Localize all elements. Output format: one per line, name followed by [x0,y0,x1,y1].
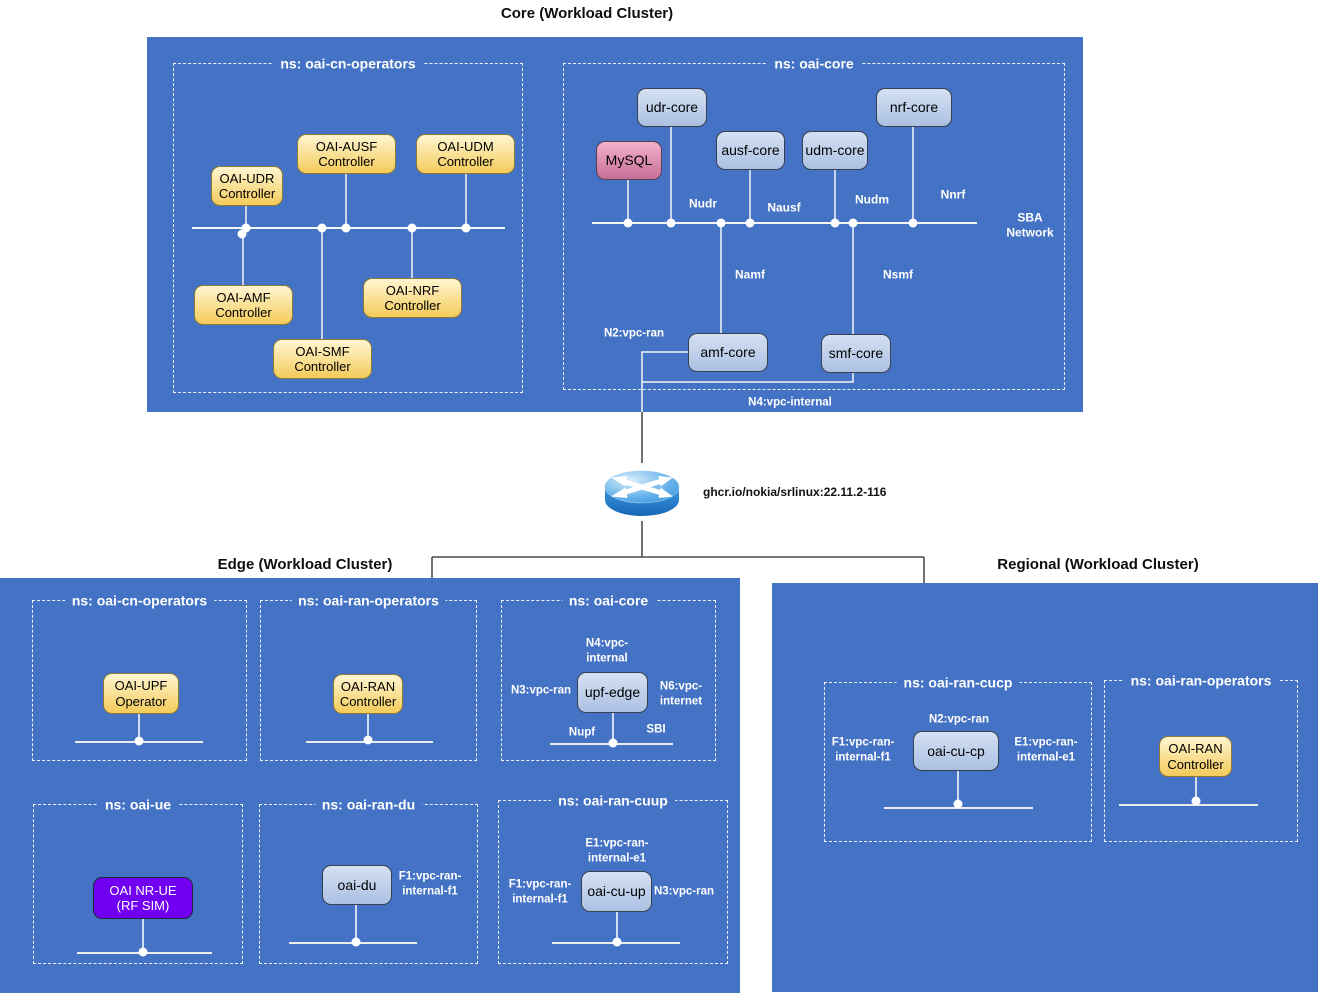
label-n2-vpc-ran-core: N2:vpc-ran [603,327,665,340]
node-label: oai-cu-up [587,883,646,900]
node-amf-core: amf-core [688,333,768,372]
ns-core-cn-operators-label: ns: oai-cn-operators [273,55,423,72]
node-upf-edge: upf-edge [577,672,648,713]
node-label: OAI-AUSF Controller [315,138,378,169]
label-sba-network: SBA Network [1006,210,1054,240]
node-label: oai-cu-cp [927,742,985,759]
node-mysql: MySQL [596,141,662,180]
regional-cluster-title: Regional (Workload Cluster) [997,556,1199,573]
node-label: udm-core [805,142,865,159]
ns-regional-ran-operators-label: ns: oai-ran-operators [1123,672,1279,689]
label-f1-vpc-ran-cucp: F1:vpc-ran- internal-f1 [831,736,895,763]
router-arrows [611,476,673,498]
label-e1-vpc-ran-cucp: E1:vpc-ran- internal-e1 [1014,736,1078,763]
ns-edge-ran-operators: ns: oai-ran-operators [260,592,477,761]
ns-edge-cn-operators-label: ns: oai-cn-operators [64,592,215,609]
edge-cluster-title: Edge (Workload Cluster) [217,556,393,573]
label-namf: Namf [734,267,766,282]
node-nrf-core: nrf-core [876,88,952,127]
node-oai-cu-cp: oai-cu-cp [913,731,999,771]
label-f1-vpc-ran-du: F1:vpc-ran- internal-f1 [398,870,462,897]
label-n6-vpc-internet: N6:vpc- internet [659,680,703,707]
label-e1-vpc-ran-cuup: E1:vpc-ran- internal-e1 [585,837,649,864]
node-oai-amf-controller: OAI-AMF Controller [194,285,293,325]
node-oai-udm-controller: OAI-UDM Controller [416,134,515,174]
node-label: amf-core [700,344,756,361]
label-nausf: Nausf [767,200,801,215]
label-nudr: Nudr [689,196,717,211]
node-label: OAI-NRF Controller [384,282,441,313]
ns-edge-oai-core: ns: oai-core [501,592,716,761]
ns-core-oai-core: ns: oai-core [563,55,1065,390]
node-label: nrf-core [889,99,939,116]
node-udm-core: udm-core [802,131,868,170]
node-oai-smf-controller: OAI-SMF Controller [273,339,372,379]
regional-cluster-box [772,583,1318,992]
node-label: OAI-UDR Controller [218,170,276,201]
node-label: ausf-core [721,142,780,159]
label-f1-vpc-ran-cuup: F1:vpc-ran- internal-f1 [508,878,572,905]
label-nsmf: Nsmf [882,267,914,282]
ns-core-cn-operators: ns: oai-cn-operators [173,55,523,393]
node-label: OAI-SMF Controller [294,343,351,374]
ns-regional-ran-operators: ns: oai-ran-operators [1104,672,1298,842]
router-image-label: ghcr.io/nokia/srlinux:22.11.2-116 [703,485,887,499]
ns-edge-cn-operators: ns: oai-cn-operators [32,592,247,761]
node-oai-ran-controller-regional: OAI-RAN Controller [1159,736,1232,777]
ns-edge-ran-cuup-label: ns: oai-ran-cuup [551,792,675,809]
ns-edge-oai-ue-label: ns: oai-ue [97,796,179,813]
label-sbi: SBI [646,723,666,736]
label-nnrf: Nnrf [940,187,966,202]
ns-edge-ran-cuup: ns: oai-ran-cuup [498,792,728,964]
label-n3-vpc-ran-cuup: N3:vpc-ran [653,885,715,898]
node-smf-core: smf-core [821,334,891,373]
node-oai-nr-ue: OAI NR-UE (RF SIM) [93,877,193,919]
ns-edge-oai-core-label: ns: oai-core [561,592,656,609]
node-label: udr-core [645,99,699,116]
node-label: OAI-RAN Controller [1167,741,1224,772]
node-ausf-core: ausf-core [716,131,785,170]
label-n2-vpc-ran-cucp: N2:vpc-ran [928,713,990,726]
core-cluster-title: Core (Workload Cluster) [500,5,674,22]
node-oai-cu-up: oai-cu-up [581,871,652,912]
node-label: smf-core [828,345,884,362]
label-n4-vpc-internal-core: N4:vpc-internal [748,396,832,409]
label-nudm: Nudm [855,192,889,207]
node-label: upf-edge [584,684,641,701]
node-label: oai-du [337,876,377,893]
ns-edge-ran-operators-label: ns: oai-ran-operators [291,592,446,609]
node-oai-du: oai-du [322,865,392,905]
node-oai-ran-controller-edge: OAI-RAN Controller [333,674,403,714]
label-n4-vpc-internal-edge: N4:vpc- internal [585,637,629,664]
router-icon [603,463,681,526]
label-n3-vpc-ran-edge: N3:vpc-ran [510,684,572,697]
ns-regional-ran-cucp: ns: oai-ran-cucp [824,674,1092,842]
ns-core-oai-core-label: ns: oai-core [767,55,861,72]
node-oai-upf-operator: OAI-UPF Operator [103,673,179,714]
node-label: OAI-RAN Controller [339,678,397,709]
node-oai-udr-controller: OAI-UDR Controller [211,166,283,206]
ns-edge-ran-du-label: ns: oai-ran-du [314,796,423,813]
node-udr-core: udr-core [637,88,707,127]
ns-edge-oai-ue: ns: oai-ue [33,796,243,964]
node-oai-nrf-controller: OAI-NRF Controller [363,278,462,318]
node-label: OAI-AMF Controller [215,289,272,320]
node-label: MySQL [605,152,653,169]
node-label: OAI NR-UE (RF SIM) [109,882,177,913]
label-nupf: Nupf [568,726,596,739]
node-oai-ausf-controller: OAI-AUSF Controller [297,134,396,174]
ns-regional-ran-cucp-label: ns: oai-ran-cucp [896,674,1020,691]
ns-edge-ran-du: ns: oai-ran-du [259,796,478,964]
node-label: OAI-UDM Controller [437,138,494,169]
node-label: OAI-UPF Operator [114,678,168,709]
